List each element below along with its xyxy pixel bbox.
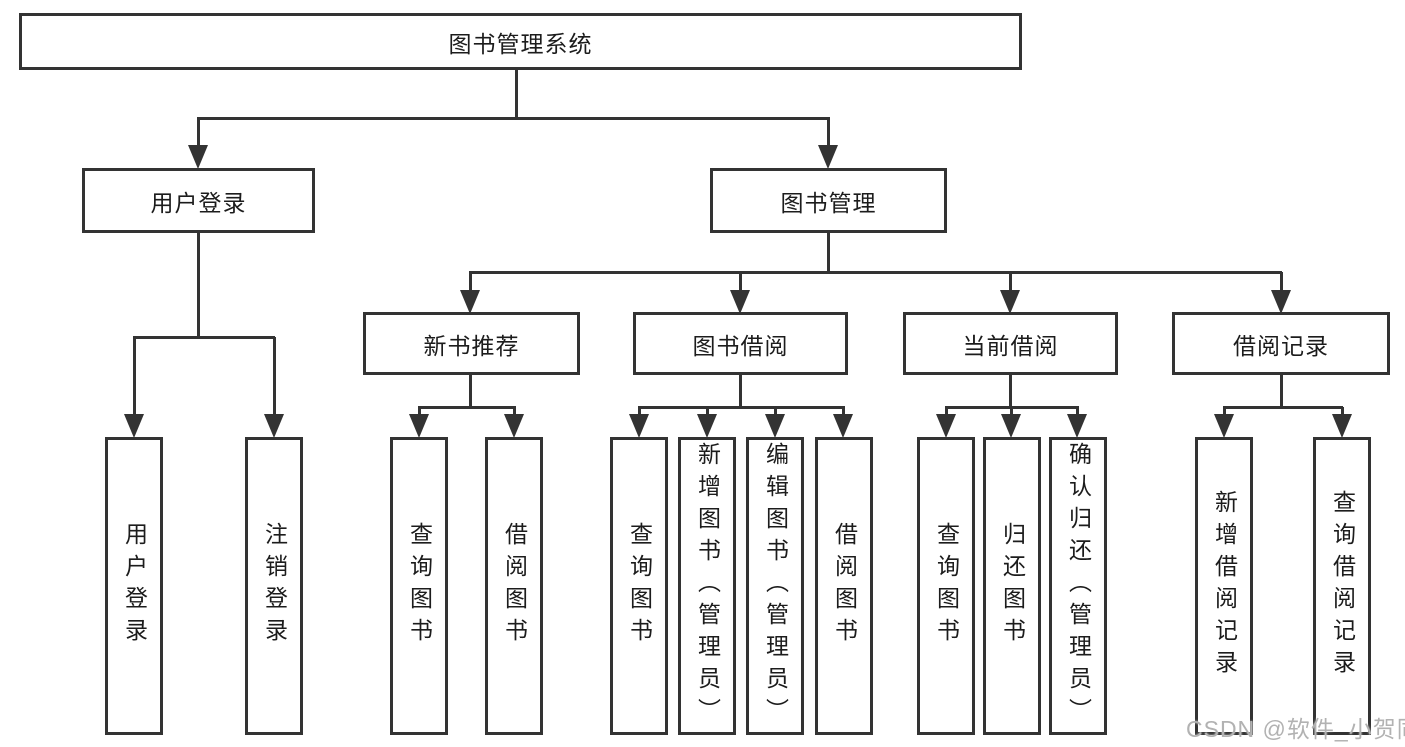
connector-new-book-trunk	[469, 375, 472, 408]
leaf-edit-books-admin: 编辑图书（管理员）	[746, 437, 804, 735]
arrow-down-icon	[818, 145, 838, 169]
connector-drop-leaf	[638, 407, 641, 419]
leaf-logout: 注销登录	[245, 437, 303, 735]
connector-book-mgmt-trunk	[827, 233, 830, 273]
leaf-label: 查询图书	[933, 522, 960, 650]
leaf-query-borrow-record: 查询借阅记录	[1313, 437, 1371, 735]
node-book-borrowing: 图书借阅	[633, 312, 848, 375]
node-label: 新书推荐	[423, 332, 520, 359]
arrow-down-icon	[1271, 290, 1291, 314]
leaf-query-books: 查询图书	[390, 437, 448, 735]
arrow-down-icon	[124, 414, 144, 438]
leaf-label: 用户登录	[121, 522, 148, 650]
leaf-label: 借阅图书	[501, 522, 528, 650]
connector-drop-leaf	[1010, 407, 1013, 419]
arrow-down-icon	[1067, 414, 1087, 438]
leaf-borrow-books: 借阅图书	[815, 437, 873, 735]
arrow-down-icon	[1001, 414, 1021, 438]
arrow-down-icon	[730, 290, 750, 314]
connector-level3-bar	[469, 271, 1282, 274]
connector-drop-current-borrow	[1009, 272, 1012, 294]
leaf-add-books-admin: 新增图书（管理员）	[678, 437, 736, 735]
node-new-book-recommend: 新书推荐	[363, 312, 580, 375]
leaf-return-books: 归还图书	[983, 437, 1041, 735]
leaf-borrow-books: 借阅图书	[485, 437, 543, 735]
arrow-down-icon	[504, 414, 524, 438]
leaf-add-borrow-record: 新增借阅记录	[1195, 437, 1253, 735]
connector-drop-leaf	[418, 407, 421, 419]
arrow-down-icon	[460, 290, 480, 314]
arrow-down-icon	[936, 414, 956, 438]
connector-drop-leaf	[706, 407, 709, 419]
node-label: 图书借阅	[692, 332, 789, 359]
leaf-confirm-return-admin: 确认归还（管理员）	[1049, 437, 1107, 735]
arrow-down-icon	[1000, 290, 1020, 314]
leaf-user-login: 用户登录	[105, 437, 163, 735]
node-root-library-system: 图书管理系统	[19, 13, 1022, 70]
arrow-down-icon	[409, 414, 429, 438]
arrow-down-icon	[833, 414, 853, 438]
leaf-label: 查询借阅记录	[1329, 490, 1356, 682]
arrow-down-icon	[629, 414, 649, 438]
connector-drop-leaf	[842, 407, 845, 419]
node-label: 图书管理	[780, 189, 877, 216]
leaf-label: 查询图书	[626, 522, 653, 650]
arrow-down-icon	[264, 414, 284, 438]
connector-group5-bar	[1223, 406, 1343, 409]
node-label: 图书管理系统	[448, 30, 593, 57]
connector-current-borrow-trunk	[1009, 375, 1012, 408]
arrow-down-icon	[1214, 414, 1234, 438]
leaf-label: 归还图书	[999, 522, 1026, 650]
connector-drop-leaf	[945, 407, 948, 419]
leaf-query-books: 查询图书	[917, 437, 975, 735]
leaf-label: 确认归还（管理员）	[1065, 442, 1092, 730]
node-borrowing-records: 借阅记录	[1172, 312, 1390, 375]
connector-group1-bar	[133, 336, 275, 339]
connector-drop-borrow-records	[1280, 272, 1283, 294]
arrow-down-icon	[1332, 414, 1352, 438]
connector-drop-leaf	[1341, 407, 1344, 419]
connector-drop-leaf	[133, 337, 136, 417]
arrow-down-icon	[188, 145, 208, 169]
connector-drop-book-mgmt	[827, 118, 830, 150]
connector-drop-leaf	[513, 407, 516, 419]
connector-user-login-trunk	[197, 233, 200, 338]
connector-group2-bar	[418, 406, 516, 409]
node-book-management: 图书管理	[710, 168, 947, 233]
connector-drop-leaf	[1223, 407, 1226, 419]
csdn-watermark: CSDN @软件_小贺同学	[1186, 716, 1405, 742]
node-label: 当前借阅	[962, 332, 1059, 359]
leaf-label: 查询图书	[406, 522, 433, 650]
arrow-down-icon	[765, 414, 785, 438]
leaf-label: 编辑图书（管理员）	[762, 442, 789, 730]
connector-drop-leaf	[774, 407, 777, 419]
connector-drop-book-borrow	[739, 272, 742, 294]
connector-group3-bar	[638, 406, 845, 409]
leaf-label: 注销登录	[261, 522, 288, 650]
leaf-label: 新增借阅记录	[1211, 490, 1238, 682]
node-user-login: 用户登录	[82, 168, 315, 233]
node-label: 用户登录	[150, 189, 247, 216]
connector-drop-user-login	[197, 118, 200, 150]
connector-borrow-records-trunk	[1280, 375, 1283, 408]
leaf-label: 新增图书（管理员）	[694, 442, 721, 730]
connector-drop-leaf	[273, 337, 276, 417]
leaf-label: 借阅图书	[831, 522, 858, 650]
connector-drop-new-book	[469, 272, 472, 294]
connector-book-borrow-trunk	[739, 375, 742, 408]
node-label: 借阅记录	[1233, 332, 1329, 359]
connector-root-trunk	[515, 69, 518, 118]
arrow-down-icon	[697, 414, 717, 438]
node-current-borrowing: 当前借阅	[903, 312, 1118, 375]
connector-level2-bar	[197, 117, 830, 120]
leaf-query-books: 查询图书	[610, 437, 668, 735]
connector-drop-leaf	[1076, 407, 1079, 419]
